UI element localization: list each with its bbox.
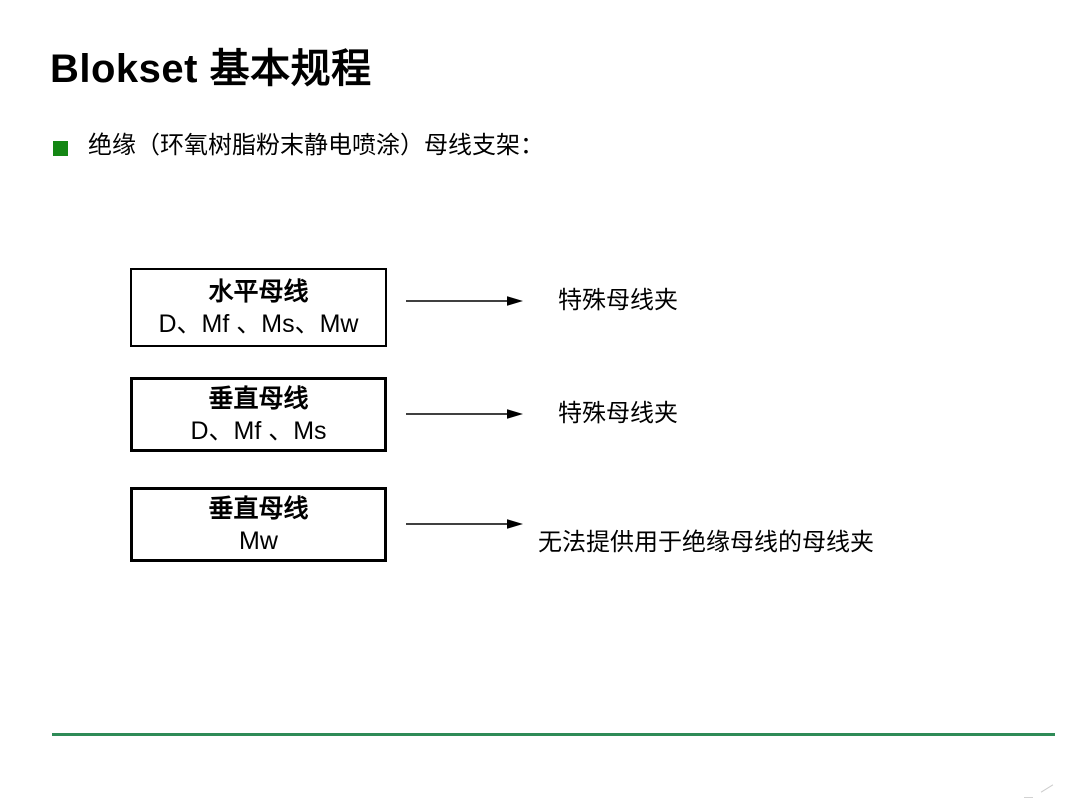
flow-box-vertical-busbar: 垂直母线 D、Mf 、Ms [130, 377, 387, 452]
box-subtitle: D、Mf 、Ms [190, 416, 327, 445]
flow-box-horizontal-busbar: 水平母线 D、Mf 、Ms、Mw [130, 268, 387, 347]
right-arrow-icon [406, 409, 523, 419]
right-arrow-icon [406, 519, 523, 529]
artifact-mark [1040, 784, 1054, 793]
box-title: 垂直母线 [208, 494, 309, 523]
result-label: 无法提供用于绝缘母线的母线夹 [538, 529, 874, 556]
artifact-mark [1024, 797, 1033, 798]
box-subtitle: Mw [239, 526, 278, 555]
result-label: 特殊母线夹 [558, 287, 678, 314]
bullet-item-text: 绝缘（环氧树脂粉末静电喷涂）母线支架： [88, 132, 544, 159]
flow-box-vertical-busbar-mw: 垂直母线 Mw [130, 487, 387, 562]
box-subtitle: D、Mf 、Ms、Mw [158, 309, 359, 338]
bullet-square-icon [53, 141, 68, 156]
slide-title: Blokset 基本规程 [50, 47, 372, 91]
bottom-divider-line [52, 733, 1055, 736]
box-title: 垂直母线 [208, 384, 309, 413]
page-number-artifact [1022, 784, 1064, 804]
box-title: 水平母线 [208, 277, 309, 306]
result-label: 特殊母线夹 [558, 400, 678, 427]
right-arrow-icon [406, 296, 523, 306]
